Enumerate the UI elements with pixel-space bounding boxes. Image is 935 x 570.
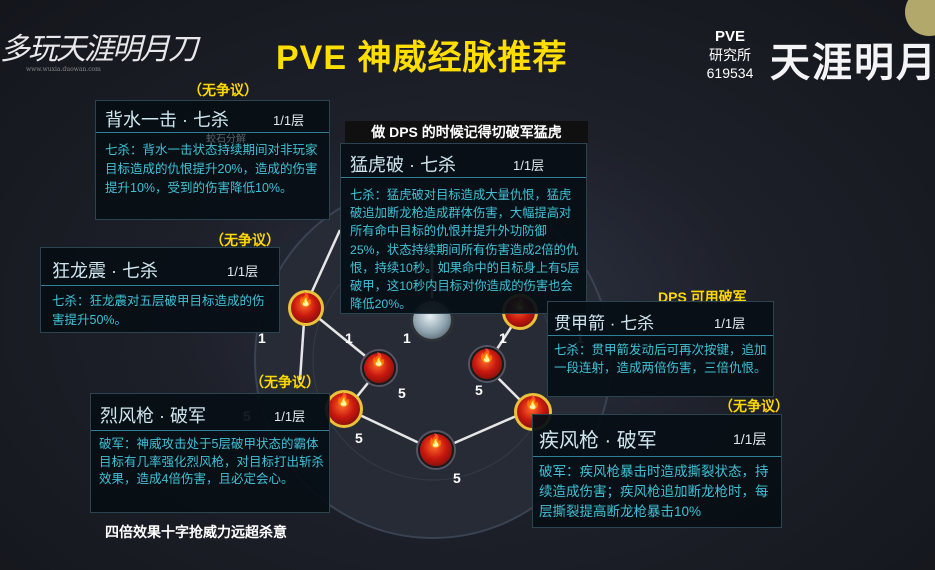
skill-name: 疾风枪 · 破军 bbox=[539, 430, 657, 452]
node-count: 1 bbox=[499, 330, 507, 346]
no-dispute-note: （无争议） bbox=[210, 232, 280, 248]
skill-desc: 破军：神威攻击处于5层破甲状态的霸体目标有几率强化烈风枪，对目标打出斩杀效果，造… bbox=[99, 437, 325, 486]
skill-card-jifeng[interactable]: 疾风枪 · 破军 1/1层 破军：疾风枪暴击时造成撕裂状态，持续造成伤害；疾风枪… bbox=[532, 414, 782, 528]
brand-line-3: 619534 bbox=[706, 65, 754, 81]
card-header bbox=[41, 248, 279, 286]
flame-icon: 🔥 bbox=[524, 396, 542, 411]
skill-level: 1/1层 bbox=[227, 264, 259, 279]
skill-node-right[interactable]: 🔥 bbox=[470, 347, 504, 381]
brand-line-1: PVE bbox=[714, 28, 745, 45]
card-header bbox=[533, 415, 781, 457]
skill-level: 1/1层 bbox=[274, 409, 306, 424]
skill-name: 烈风枪 · 破军 bbox=[100, 406, 206, 426]
logo-left-text: 多玩天涯明月刀 bbox=[0, 32, 198, 67]
flame-icon: 🔥 bbox=[478, 349, 496, 364]
card-header bbox=[96, 101, 329, 133]
skill-card-liefeng[interactable]: 烈风枪 · 破军 1/1层 破军：神威攻击处于5层破甲状态的霸体目标有几率强化烈… bbox=[90, 393, 330, 513]
flame-icon: 🔥 bbox=[297, 293, 315, 308]
logo-right: 天涯明月 bbox=[770, 39, 935, 86]
flame-icon: 🔥 bbox=[335, 393, 353, 408]
node-count: 5 bbox=[398, 385, 406, 401]
skill-node-kuanglong[interactable]: 🔥 bbox=[288, 290, 324, 326]
no-dispute-note: （无争议） bbox=[250, 374, 320, 390]
flame-icon: 🔥 bbox=[427, 434, 445, 449]
cross-gun-note: 四倍效果十字抢威力远超杀意 bbox=[105, 524, 287, 540]
skill-node-liefeng[interactable]: 🔥 bbox=[325, 390, 363, 428]
node-count: 5 bbox=[453, 470, 461, 486]
skill-node-left[interactable]: 🔥 bbox=[362, 351, 396, 385]
node-count: 1 bbox=[403, 330, 411, 346]
card-header bbox=[341, 144, 586, 178]
logo-left-url: www.wuxia.duowan.com bbox=[26, 66, 101, 73]
no-dispute-note: （无争议） bbox=[188, 82, 258, 98]
skill-name: 贯甲箭 · 七杀 bbox=[554, 314, 655, 333]
skill-desc: 七杀：贯甲箭发动后可再次按键，追加一段连射，造成两倍伤害，三倍仇恨。 bbox=[554, 343, 767, 375]
dps-tip-note: 做 DPS 的时候记得切破军猛虎 bbox=[345, 121, 588, 143]
no-dispute-note: （无争议） bbox=[719, 398, 789, 414]
skill-name: 狂龙震 · 七杀 bbox=[52, 261, 158, 281]
skill-card-kuanglong[interactable]: 狂龙震 · 七杀 1/1层 七杀：狂龙震对五层破甲目标造成的伤害提升50%。 bbox=[40, 247, 280, 333]
node-count: 5 bbox=[475, 382, 483, 398]
node-count: 1 bbox=[345, 330, 353, 346]
skill-card-beishui[interactable]: 背水一击 · 七杀 1/1层 蛟石分解 七杀：背水一击状态持续期间对非玩家目标造… bbox=[95, 100, 330, 220]
skill-level: 1/1层 bbox=[513, 158, 545, 173]
card-header bbox=[548, 302, 773, 336]
skill-card-guanjia[interactable]: 贯甲箭 · 七杀 1/1层 七杀：贯甲箭发动后可再次按键，追加一段连射，造成两倍… bbox=[547, 301, 774, 397]
brand-line-2: 研究所 bbox=[709, 47, 751, 63]
skill-node-bottom[interactable]: 🔥 bbox=[418, 432, 454, 468]
card-header bbox=[91, 394, 329, 431]
skill-desc: 破军：疾风枪暴击时造成撕裂状态，持续造成伤害；疾风枪追加断龙枪时，每层撕裂提高断… bbox=[539, 464, 769, 519]
skill-level: 1/1层 bbox=[714, 316, 746, 331]
skill-card-menghu[interactable]: 猛虎破 · 七杀 1/1层 七杀：猛虎破对目标造成大量仇恨，猛虎破追加断龙枪造成… bbox=[340, 143, 587, 314]
skill-level: 1/1层 bbox=[733, 431, 767, 447]
flame-icon: 🔥 bbox=[370, 353, 388, 368]
page-title: PVE 神威经脉推荐 bbox=[276, 39, 568, 77]
skill-desc: 七杀：背水一击状态持续期间对非玩家目标造成的仇恨提升20%，造成的伤害提升10%… bbox=[105, 143, 318, 195]
skill-level: 1/1层 bbox=[273, 113, 305, 128]
node-count: 1 bbox=[258, 330, 266, 346]
skill-desc: 七杀：狂龙震对五层破甲目标造成的伤害提升50%。 bbox=[52, 294, 265, 327]
skill-name: 猛虎破 · 七杀 bbox=[350, 155, 456, 175]
node-count: 5 bbox=[355, 430, 363, 446]
brand-block: PVE 研究所 619534 bbox=[700, 28, 760, 82]
skill-name: 背水一击 · 七杀 bbox=[105, 110, 229, 130]
skill-desc: 七杀：猛虎破对目标造成大量仇恨，猛虎破追加断龙枪造成群体伤害，大幅提高对所有命中… bbox=[350, 188, 580, 312]
partial-label: 蛟石分解 bbox=[206, 134, 246, 145]
